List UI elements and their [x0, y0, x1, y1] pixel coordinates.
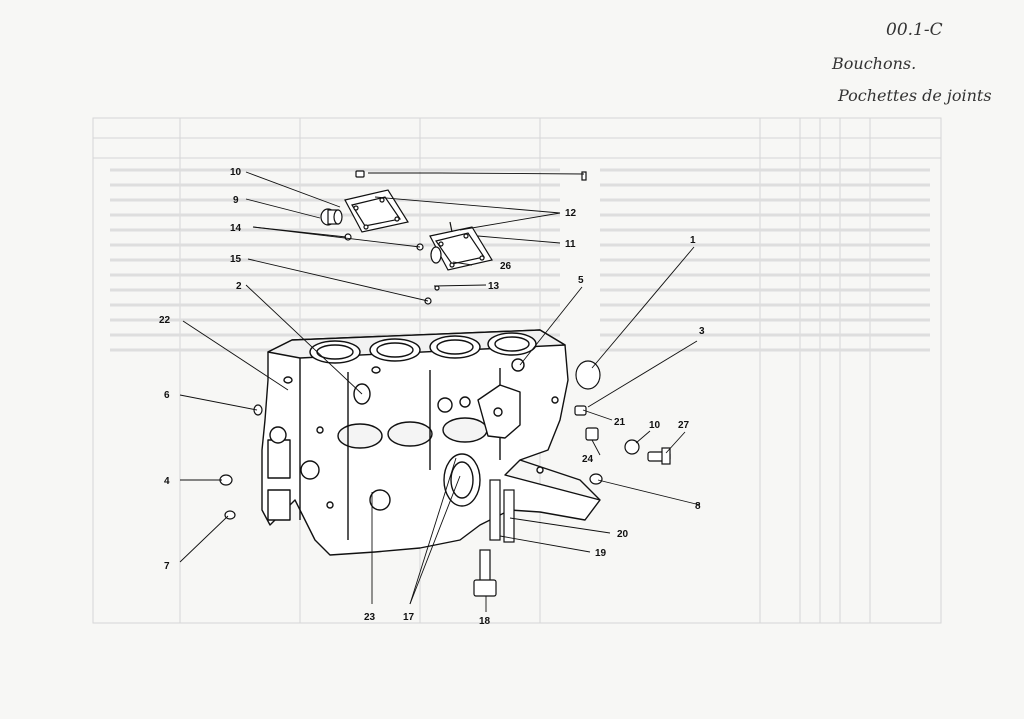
callout-12: 12 — [565, 208, 577, 219]
plug-9-drawing — [320, 208, 343, 226]
callout-26: 26 — [500, 261, 512, 272]
callout-24: 24 — [582, 454, 594, 465]
callout-15: 15 — [230, 254, 242, 265]
callout-14: 14 — [230, 223, 242, 234]
callout-3: 3 — [699, 326, 705, 337]
callout-9: 9 — [233, 195, 239, 206]
leader-lines — [179, 171, 701, 612]
gasket-cover-right — [429, 226, 493, 271]
callout-27: 27 — [678, 420, 690, 431]
callout-10-lower: 10 — [649, 420, 661, 431]
callout-7: 7 — [164, 561, 170, 572]
callout-10-upper: 10 — [230, 167, 242, 178]
loose-parts — [219, 360, 671, 597]
callout-11: 11 — [565, 239, 576, 250]
callout-13: 13 — [488, 281, 500, 292]
callout-labels: 1 2 3 4 5 6 7 8 9 10 10 11 12 13 14 15 1… — [159, 167, 705, 627]
handwritten-note-gasket-kits: Pochettes de joints — [838, 86, 992, 105]
callout-8: 8 — [695, 501, 701, 512]
page-reference-note: 00.1-C — [886, 20, 943, 40]
callout-23: 23 — [364, 612, 376, 623]
callout-17: 17 — [403, 612, 415, 623]
handwritten-note-plugs: Bouchons. — [832, 54, 917, 73]
callout-2: 2 — [236, 281, 242, 292]
callout-18: 18 — [479, 616, 491, 627]
callout-5: 5 — [578, 275, 584, 286]
callout-20: 20 — [617, 529, 629, 540]
show-through-rows — [110, 168, 930, 352]
engine-block — [261, 329, 601, 556]
gasket-cover-left — [344, 189, 409, 233]
callout-6: 6 — [164, 390, 170, 401]
callout-1: 1 — [690, 235, 696, 246]
callout-22: 22 — [159, 315, 171, 326]
callout-4: 4 — [164, 476, 170, 487]
callout-19: 19 — [595, 548, 607, 559]
small-parts-drawings — [344, 170, 587, 305]
callout-21: 21 — [614, 417, 626, 428]
